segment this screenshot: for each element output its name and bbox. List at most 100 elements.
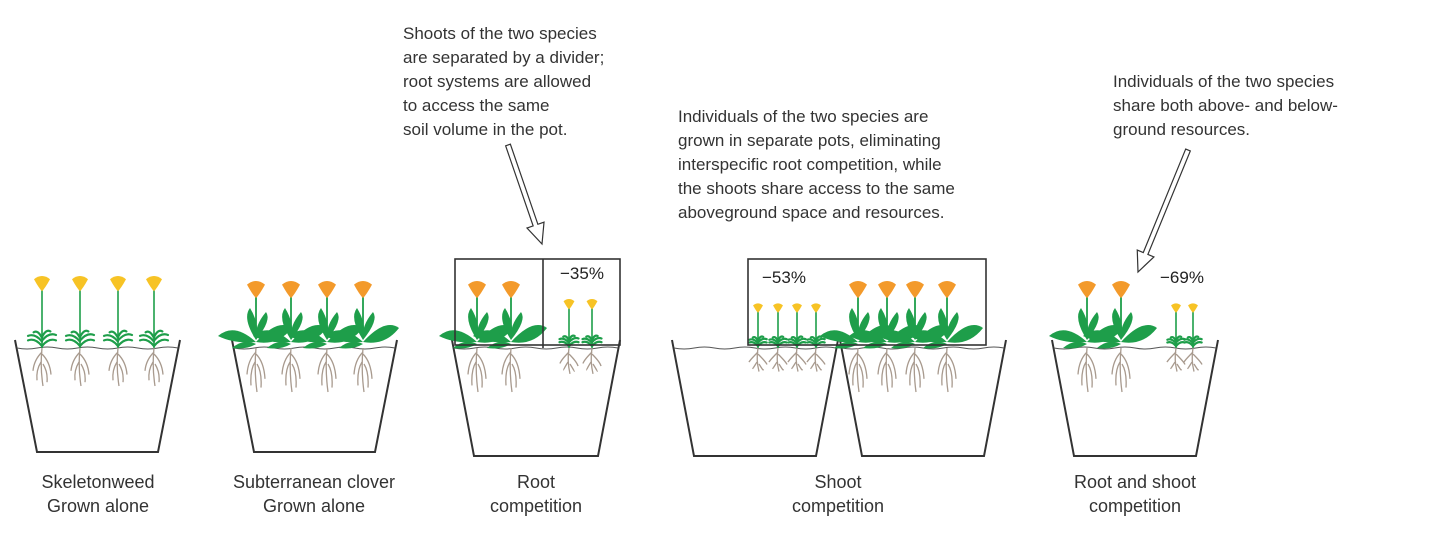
leaf [1191,335,1200,342]
roots [353,347,373,393]
roots [70,347,90,387]
leaf [473,330,511,343]
flower [110,276,126,292]
side-root [816,363,822,371]
side-root [153,353,164,375]
leaf [40,338,58,348]
side-root [281,351,292,375]
flower-head [586,299,598,310]
side-root [1187,361,1193,370]
soil-line [673,346,837,350]
pot-root-competition [439,281,621,457]
leaf [64,334,82,343]
side-root [476,353,487,379]
shared-shoot-box [747,258,987,346]
leaf [253,330,291,343]
leaf [820,330,858,343]
root-and-shoot-caption: Root and shoot competition [1073,472,1197,516]
roots [582,347,602,374]
leaf [468,308,479,340]
side-root [321,361,327,386]
leaf [795,335,804,342]
leaf [152,338,170,348]
side-root [144,351,155,371]
side-root [326,353,337,379]
leaf [40,329,52,339]
side-root [74,361,80,381]
side-root [881,361,887,386]
side-root [937,351,948,375]
side-root [1077,351,1088,375]
flower-head [563,299,575,310]
side-root [768,351,779,363]
skeletonweed-plant [768,303,788,372]
side-root [778,363,784,371]
side-root [505,361,511,386]
side-root [79,353,90,375]
roots [1111,347,1131,393]
skeletonweed-plant [102,276,134,387]
root-and-shoot-percent: −69% [1160,268,1204,287]
leaf [102,338,120,348]
taproot [913,347,917,393]
side-root [1120,353,1131,379]
leaf [325,330,363,343]
leaf [776,337,788,344]
roots [787,347,807,372]
side-root [41,353,52,375]
side-root [362,353,373,379]
leaf [232,341,256,349]
leaf [946,312,959,340]
shoot-competition-caption: Shoot competition [791,472,885,516]
flower-head [1188,303,1198,313]
leaves [473,308,547,349]
roots [877,347,897,393]
side-root [748,351,759,363]
leaf [218,330,256,343]
leaf [1121,325,1157,343]
leaf [590,334,599,341]
side-root [815,353,826,365]
pot-root-and-shoot [1049,281,1219,457]
flower-head [849,281,867,299]
side-root [1111,351,1122,375]
side-root [471,361,477,386]
flower [1188,303,1198,313]
side-root [852,361,858,386]
flower [34,276,50,292]
side-root [915,363,921,388]
flower [878,281,896,299]
flower [502,281,520,299]
leaf [1063,341,1087,349]
clover-plant [473,281,547,393]
flower [753,303,763,313]
flower-head [34,276,50,292]
leaf [40,333,58,342]
pot-outline [839,339,1007,457]
leaf [439,330,477,343]
roots [501,347,521,393]
leaf [938,308,949,340]
flower [906,281,924,299]
side-root [246,351,257,375]
flower [1171,303,1181,313]
flower-head [502,281,520,299]
flower-head [878,281,896,299]
roots [317,347,337,393]
skeletonweed-plant [748,303,768,372]
shoot-divider-box [454,258,621,346]
arrow-shape [504,143,545,246]
leaf [814,337,826,344]
flower-head [811,303,821,313]
side-root [1176,363,1182,371]
side-root [806,351,817,363]
flower [468,281,486,299]
leaf [510,312,523,340]
taproot [814,347,818,372]
side-root [941,361,947,386]
side-root [810,361,816,370]
leaf [116,329,128,339]
roots [246,347,266,393]
